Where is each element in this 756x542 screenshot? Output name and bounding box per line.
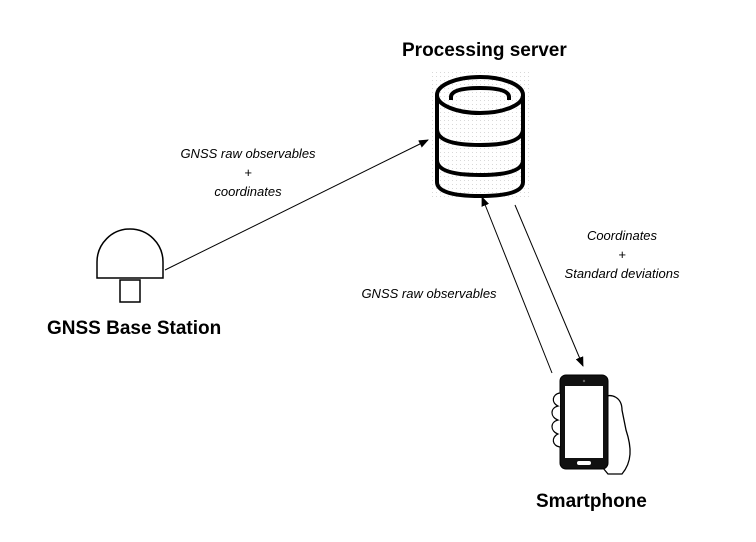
database-icon xyxy=(430,70,530,200)
server-label: Processing server xyxy=(402,40,567,61)
edge-label-line: Coordinates xyxy=(586,228,658,243)
arrow-phone-to-server xyxy=(481,196,553,374)
smartphone-in-hand-icon xyxy=(551,374,631,475)
edge-label-line: + xyxy=(618,247,626,262)
gnss-antenna-icon xyxy=(96,228,164,303)
edge-label-line: Standard deviations xyxy=(564,266,680,281)
smartphone-label: Smartphone xyxy=(536,491,647,512)
edge-label-line: + xyxy=(244,165,252,180)
edge-label-line: GNSS raw observables xyxy=(180,146,316,161)
edge-label-server-to-phone: Coordinates + Standard deviations xyxy=(542,226,702,283)
arrow-server-to-phone xyxy=(514,204,584,367)
arrow-base-to-server xyxy=(164,139,429,271)
edge-label-line: GNSS raw observables xyxy=(361,286,497,301)
edge-label-base-to-server: GNSS raw observables + coordinates xyxy=(168,144,328,201)
edge-label-phone-to-server: GNSS raw observables xyxy=(349,284,509,303)
base-station-label: GNSS Base Station xyxy=(47,318,222,339)
edge-label-line: coordinates xyxy=(214,184,282,199)
